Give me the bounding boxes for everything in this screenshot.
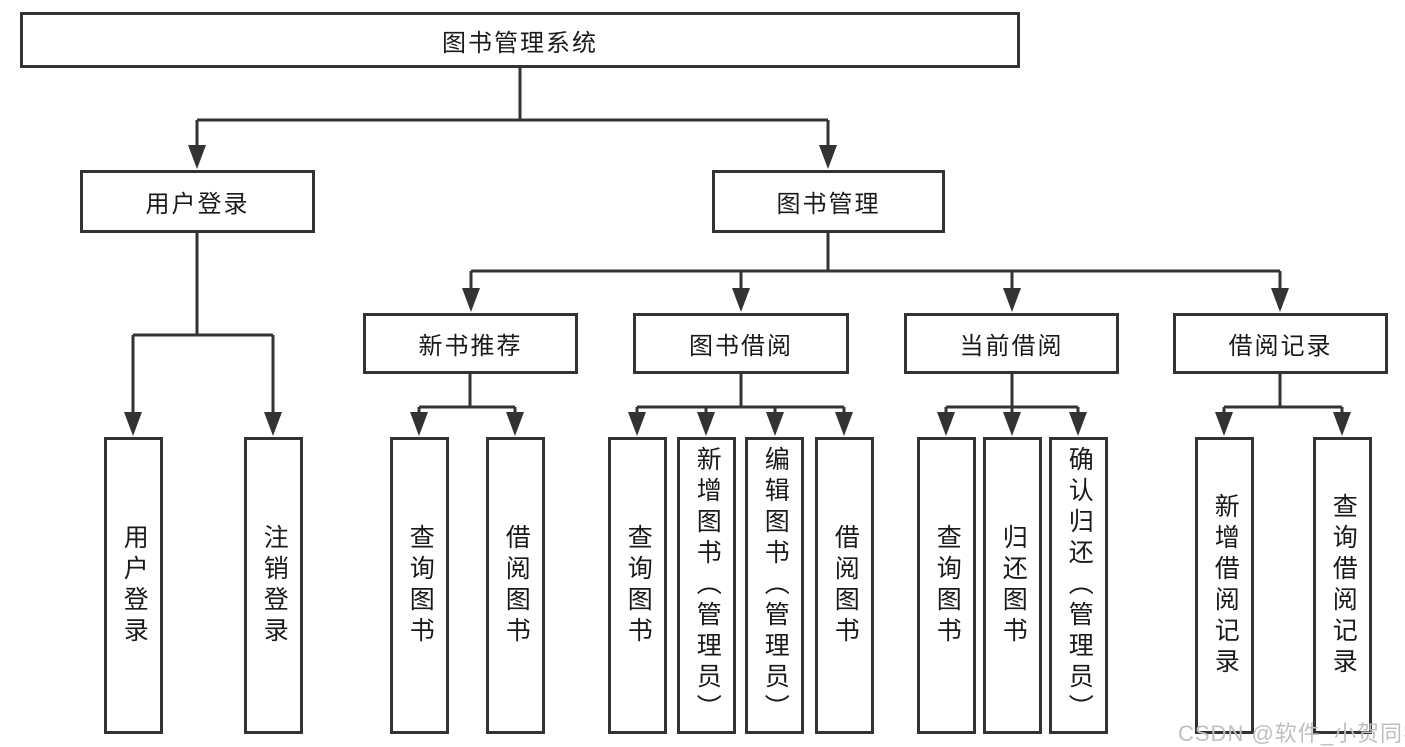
leaf-query-books: 查询图书 (390, 437, 449, 734)
connector-new-book-branch (417, 374, 517, 418)
leaf-label: 编辑图书（管理员） (761, 446, 790, 725)
leaf-user-login: 用户登录 (104, 437, 163, 734)
node-label: 图书借阅 (689, 333, 793, 360)
node-label: 图书管理 (776, 191, 881, 218)
leaf-label: 新增图书（管理员） (693, 446, 722, 725)
arrowhead (766, 412, 784, 436)
leaf-query-books: 查询图书 (608, 437, 667, 734)
leaf-label: 用户登录 (120, 523, 149, 648)
leaf-label: 确认归还（管理员） (1065, 446, 1094, 725)
leaf-add-book-admin: 新增图书（管理员） (677, 437, 736, 734)
csdn-watermark: CSDN @软件_小贺同学 (1178, 721, 1405, 746)
leaf-query-borrow-record: 查询借阅记录 (1313, 437, 1372, 734)
leaf-label: 查询图书 (624, 523, 653, 648)
leaf-label: 查询图书 (933, 523, 962, 648)
connector-book-mgmt-branch (469, 233, 1282, 292)
arrowhead (462, 288, 480, 312)
leaf-label: 注销登录 (260, 523, 289, 648)
leaf-borrow-books: 借阅图书 (486, 437, 545, 734)
node-label: 新书推荐 (418, 333, 523, 360)
arrowhead (188, 145, 206, 169)
leaf-confirm-return-admin: 确认归还（管理员） (1049, 437, 1108, 734)
node-borrow-record: 借阅记录 (1173, 313, 1388, 374)
node-new-book-recommend: 新书推荐 (363, 313, 578, 374)
connector-current-borrow-branch (944, 374, 1080, 418)
arrowhead (732, 288, 750, 312)
arrowhead (697, 412, 715, 436)
leaf-label: 查询图书 (406, 523, 435, 648)
arrowhead (819, 145, 837, 169)
connector-user-login-branch (131, 233, 275, 418)
arrowhead (1003, 288, 1021, 312)
connector-root-to-level1 (195, 68, 830, 150)
arrowhead (1271, 288, 1289, 312)
leaf-add-borrow-record: 新增借阅记录 (1195, 437, 1254, 734)
arrowhead (124, 412, 142, 436)
leaf-query-books: 查询图书 (917, 437, 976, 734)
arrowhead (1215, 412, 1233, 436)
leaf-label: 新增借阅记录 (1211, 492, 1240, 679)
leaf-borrow-books: 借阅图书 (815, 437, 874, 734)
node-book-borrow: 图书借阅 (633, 313, 849, 374)
arrowhead (410, 412, 428, 436)
node-label: 用户登录 (145, 191, 250, 218)
node-current-borrow: 当前借阅 (904, 313, 1119, 374)
node-label: 图书管理系统 (442, 29, 598, 57)
node-root-system: 图书管理系统 (20, 12, 1020, 68)
arrowhead (1003, 412, 1021, 436)
arrowhead (506, 412, 524, 436)
arrowhead (628, 412, 646, 436)
node-label: 借阅记录 (1228, 333, 1333, 360)
node-book-management: 图书管理 (712, 170, 945, 233)
arrowhead (1069, 412, 1087, 436)
leaf-label: 借阅图书 (831, 523, 860, 648)
connector-book-borrow-branch (635, 374, 846, 418)
arrowhead (264, 412, 282, 436)
connector-borrow-record-branch (1222, 374, 1344, 418)
leaf-label: 归还图书 (999, 523, 1028, 648)
leaf-logout: 注销登录 (244, 437, 303, 734)
arrowhead (835, 412, 853, 436)
arrowhead (1333, 412, 1351, 436)
arrowhead (937, 412, 955, 436)
node-user-login: 用户登录 (80, 170, 315, 233)
leaf-return-books: 归还图书 (983, 437, 1042, 734)
leaf-edit-book-admin: 编辑图书（管理员） (745, 437, 804, 734)
leaf-label: 借阅图书 (502, 523, 531, 648)
node-label: 当前借阅 (959, 333, 1064, 360)
leaf-label: 查询借阅记录 (1329, 492, 1358, 679)
